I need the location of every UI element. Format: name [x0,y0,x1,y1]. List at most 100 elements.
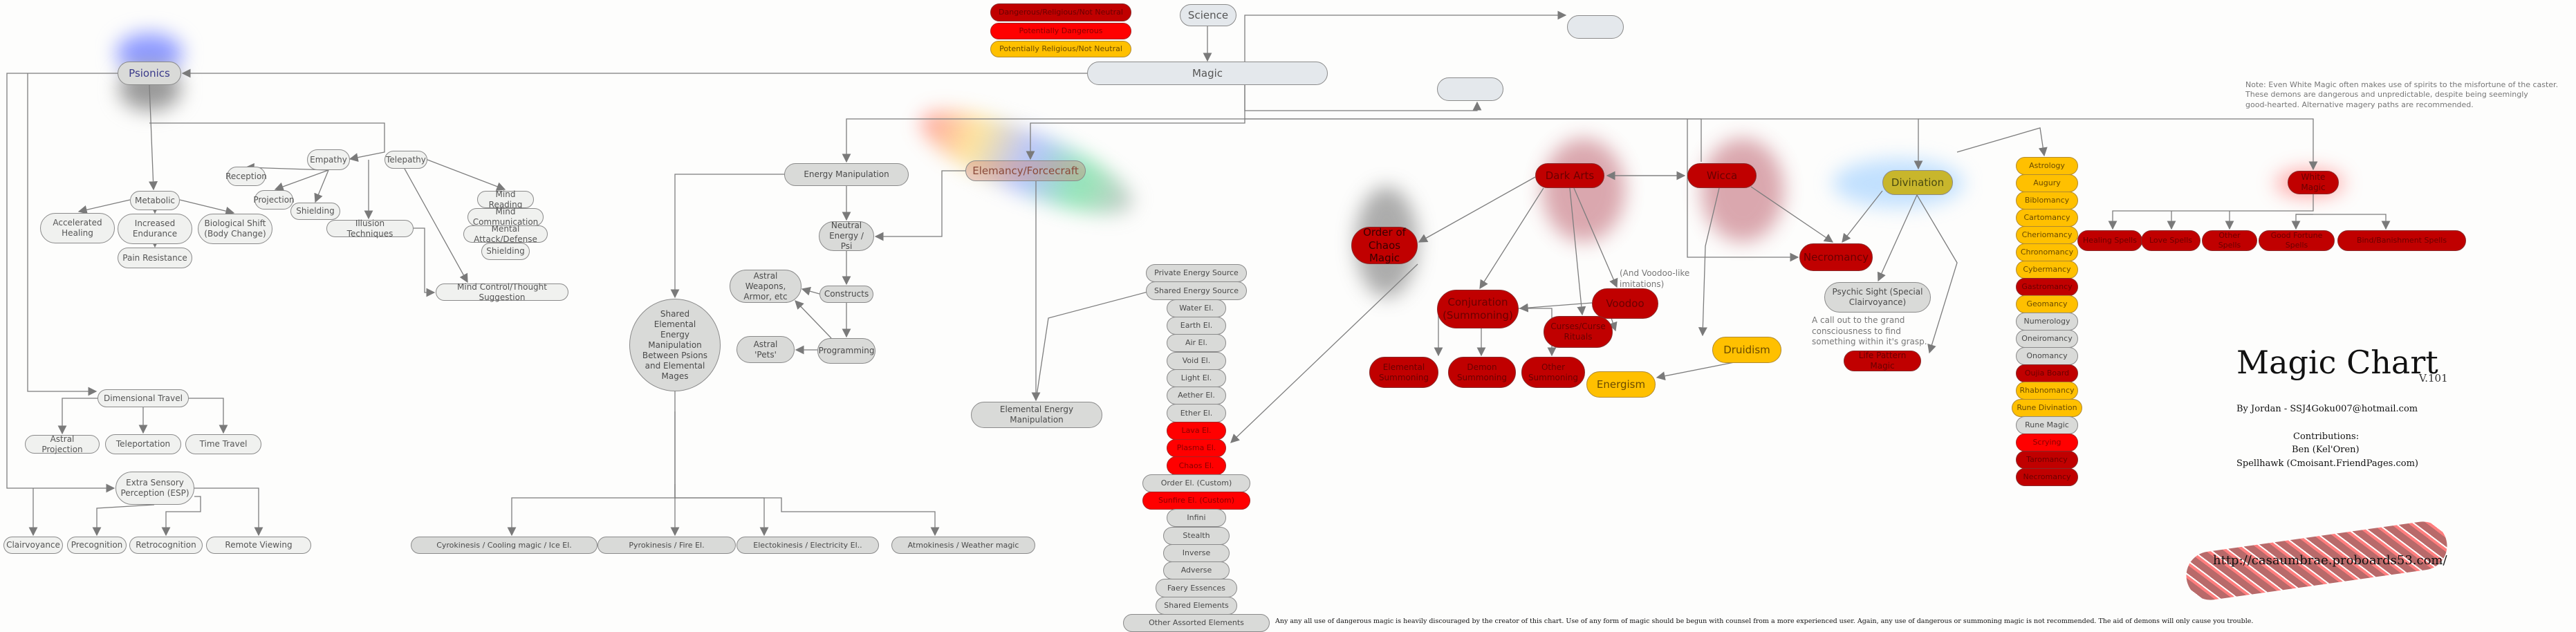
divination-gastromancy[interactable]: Gastromancy [2016,278,2078,296]
element-stealth[interactable]: Stealth [1163,526,1230,545]
divination-cartomancy[interactable]: Cartomancy [2016,209,2078,227]
element-water-el[interactable]: Water El. [1167,299,1226,317]
element-void-el[interactable]: Void El. [1167,351,1226,370]
node-shared-elemental[interactable]: Shared Elemental Energy Manipulation Bet… [629,299,721,391]
element-light-el[interactable]: Light El. [1167,369,1226,388]
node-divination[interactable]: Divination [1882,170,1953,195]
node-telepathy[interactable]: Telepathy [384,151,427,169]
node-other-summoning[interactable]: Other Summoning [1521,357,1585,388]
node-demon-summoning[interactable]: Demon Summoning [1448,357,1516,388]
divination-cybermancy[interactable]: Cybermancy [2016,261,2078,279]
node-elemental-summoning[interactable]: Elemental Summoning [1369,357,1438,388]
node-dimensional-travel[interactable]: Dimensional Travel [98,389,189,407]
node-pyrokinesis[interactable]: Pyrokinesis / Fire El. [597,537,736,554]
node-life-pattern-magic[interactable]: Life Pattern Magic [1844,351,1921,371]
node-cyrokinesis[interactable]: Cyrokinesis / Cooling magic / Ice El. [411,537,597,554]
divination-taromancy[interactable]: Taromancy [2016,451,2078,469]
node-neutral-energy[interactable]: Neutral Energy / Psi [819,221,874,251]
node-empathy[interactable]: Empathy [307,149,350,170]
node-psionics[interactable]: Psionics [118,62,181,85]
node-esp[interactable]: Extra Sensory Perception (ESP) [115,472,194,505]
node-curses[interactable]: Curses/Curse Rituals [1544,316,1613,348]
node-conjuration[interactable]: Conjuration (Summoning) [1437,290,1519,328]
node-empathy-shielding[interactable]: Shielding [290,203,340,220]
node-astral-weapons[interactable]: Astral Weapons, Armor, etc [730,270,801,303]
node-atmokinesis[interactable]: Atmokinesis / Weather magic [891,537,1035,554]
node-energy-manipulation[interactable]: Energy Manipulation [784,163,909,186]
element-infini[interactable]: Infini [1167,509,1226,528]
spell-healing-spells[interactable]: Healing Spells [2077,230,2142,251]
node-elemancy[interactable]: Elemancy/Forcecraft [965,160,1086,181]
node-programming[interactable]: Programming [817,338,875,364]
divination-scrying[interactable]: Scrying [2016,434,2078,452]
spell-love-spells[interactable]: Love Spells [2141,230,2200,251]
node-energism[interactable]: Energism [1586,371,1656,398]
node-astral-pets[interactable]: Astral 'Pets' [736,336,795,363]
element-ether-el[interactable]: Ether El. [1167,404,1226,422]
divination-cheriomancy[interactable]: Cheriomancy [2016,226,2078,244]
divination-rune-divination[interactable]: Rune Divination [2012,399,2082,417]
node-blank-mid[interactable] [1437,77,1503,101]
node-druidism[interactable]: Druidism [1712,337,1781,363]
divination-rune-magic[interactable]: Rune Magic [2016,416,2078,434]
spell-other-spells[interactable]: Other Spells [2202,230,2257,251]
node-wicca[interactable]: Wicca [1687,163,1757,188]
divination-oneiromancy[interactable]: Oneiromancy [2016,330,2078,348]
node-order-of-chaos-magic[interactable]: Order of Chaos Magic [1351,226,1418,264]
node-mind-reading[interactable]: Mind Reading [477,189,534,210]
node-elemental-energy-manipulation[interactable]: Elemental Energy Manipulation [971,402,1102,428]
node-retrocognition[interactable]: Retrocognition [129,537,203,554]
element-shared-elements[interactable]: Shared Elements [1156,596,1237,615]
divination-onomancy[interactable]: Onomancy [2016,347,2078,365]
divination-numerology[interactable]: Numerology [2016,313,2078,331]
node-science[interactable]: Science [1180,4,1236,26]
node-illusion-techniques[interactable]: Illusion Techniques [326,219,414,239]
node-pain-resistance[interactable]: Pain Resistance [118,248,192,268]
divination-geomancy[interactable]: Geomancy [2016,295,2078,313]
node-mind-control[interactable]: Mind Control/Thought Suggestion [436,282,568,302]
node-telepathy-shielding[interactable]: Shielding [481,243,530,260]
node-precognition[interactable]: Precognition [67,537,127,554]
element-order-el-custom[interactable]: Order El. (Custom) [1142,474,1250,492]
node-astral-projection[interactable]: Astral Projection [25,434,100,454]
element-private-energy-source[interactable]: Private Energy Source [1146,264,1247,283]
node-dark-arts[interactable]: Dark Arts [1535,163,1604,188]
node-blank-top[interactable] [1567,15,1624,39]
node-time-travel[interactable]: Time Travel [185,434,261,454]
element-faery-essences[interactable]: Faery Essences [1156,579,1237,597]
spell-bind-banishment-spells[interactable]: Bind/Banishment Spells [2337,230,2466,251]
divination-necromancy[interactable]: Necromancy [2016,468,2078,486]
element-plasma-el[interactable]: Plasma El. [1167,439,1226,458]
element-adverse[interactable]: Adverse [1163,561,1230,580]
element-chaos-el[interactable]: Chaos El. [1167,456,1226,475]
node-constructs[interactable]: Constructs [819,286,873,303]
element-inverse[interactable]: Inverse [1163,543,1230,563]
node-projection[interactable]: Projection [253,190,295,210]
node-white-magic[interactable]: White Magic [2288,171,2339,194]
node-voodoo[interactable]: Voodoo [1592,288,1658,319]
element-air-el[interactable]: Air El. [1167,334,1226,353]
element-other-assorted-elements[interactable]: Other Assorted Elements [1123,614,1270,632]
forum-link[interactable]: http://casaumbrae.proboards53.com/ [2213,553,2447,568]
node-necromancy[interactable]: Necromancy [1799,243,1873,271]
node-psychic-sight[interactable]: Psychic Sight (Special Clairvoyance) [1824,282,1931,313]
element-lava-el[interactable]: Lava El. [1167,421,1226,440]
divination-biblomancy[interactable]: Biblomancy [2016,192,2078,210]
divination-rhabnomancy[interactable]: Rhabnomancy [2016,382,2078,400]
element-shared-energy-source[interactable]: Shared Energy Source [1146,281,1247,300]
element-earth-el[interactable]: Earth El. [1167,316,1226,335]
node-reception[interactable]: Reception [225,167,267,186]
divination-astrology[interactable]: Astrology [2016,157,2078,175]
divination-oujia-board[interactable]: Oujia Board [2016,364,2078,382]
element-sunfire-el-custom[interactable]: Sunfire El. (Custom) [1142,491,1250,510]
node-magic[interactable]: Magic [1087,62,1328,85]
divination-chronomancy[interactable]: Chronomancy [2016,243,2078,261]
node-accelerated-healing[interactable]: Accelerated Healing [40,213,115,243]
divination-augury[interactable]: Augury [2016,174,2078,192]
node-teleportation[interactable]: Teleportation [105,434,181,454]
node-mental-attack[interactable]: Mental Attack/Defense [463,224,548,244]
node-biological-shift[interactable]: Biological Shift (Body Change) [198,214,272,244]
node-clairvoyance[interactable]: Clairvoyance [3,537,63,554]
spell-good-fortune-spells[interactable]: Good Fortune Spells [2259,230,2335,251]
node-electokinesis[interactable]: Electokinesis / Electricity El.. [736,537,879,554]
